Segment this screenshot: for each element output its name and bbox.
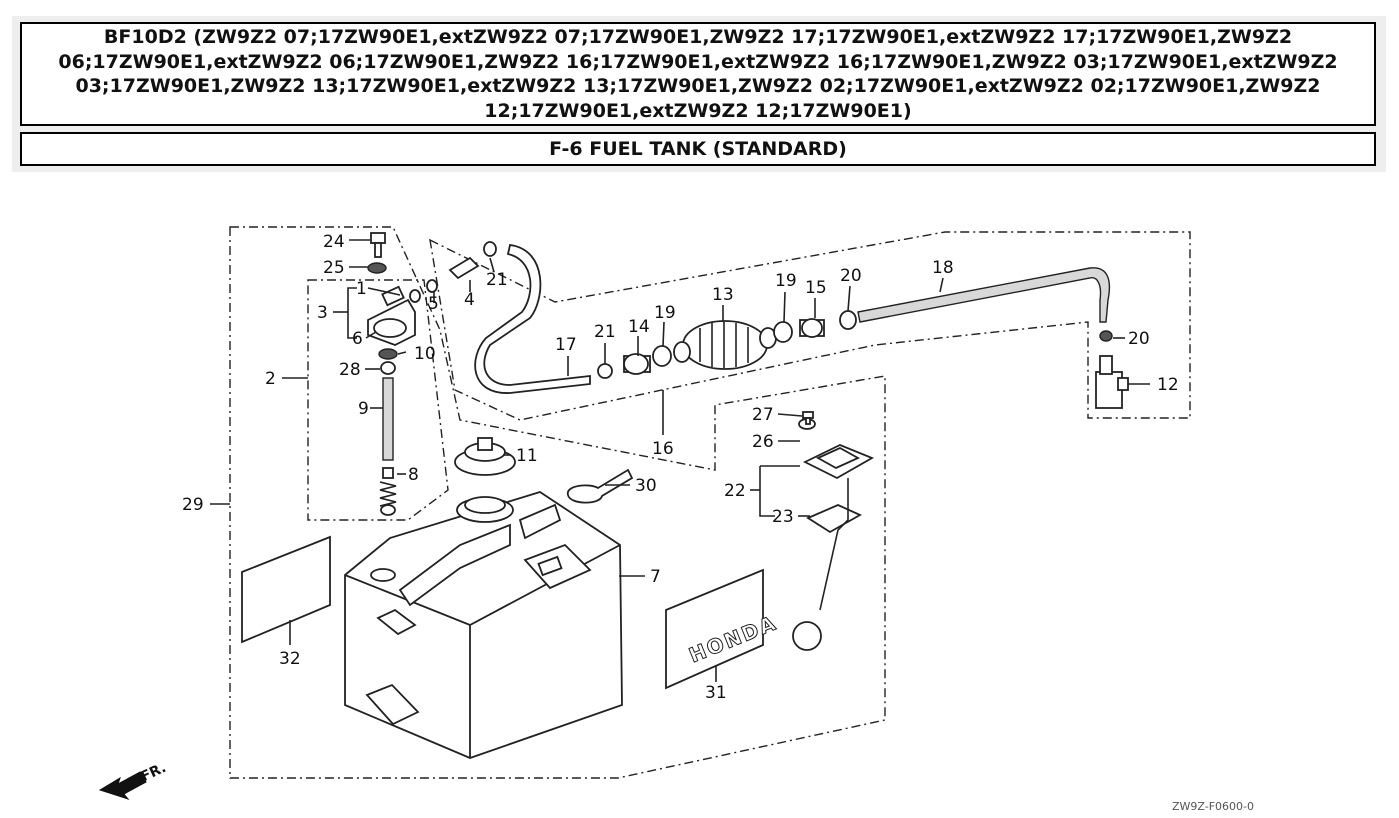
spring-8 xyxy=(379,467,397,516)
gasket-23 xyxy=(806,504,862,534)
hose-17 xyxy=(474,243,591,394)
callout-28: 28 xyxy=(339,360,361,380)
callout-8: 8 xyxy=(408,465,419,485)
callout-17: 17 xyxy=(555,335,577,355)
section-title: F-6 FUEL TANK (STANDARD) xyxy=(549,138,847,160)
callout-15: 15 xyxy=(805,278,827,298)
clamp-19-left xyxy=(652,345,672,367)
callout-23: 23 xyxy=(772,507,794,527)
honda-decal-31: HONDA xyxy=(665,568,781,690)
callout-25: 25 xyxy=(323,258,345,278)
callout-5: 5 xyxy=(428,294,439,314)
callout-29: 29 xyxy=(182,495,204,515)
callout-31: 31 xyxy=(705,683,727,703)
o-ring-5 xyxy=(409,289,421,303)
clip-20 xyxy=(839,310,857,330)
front-direction-arrow: FR. xyxy=(98,760,169,800)
callout-1: 1 xyxy=(356,279,367,299)
filler-cap-11 xyxy=(454,437,516,476)
callout-19b: 19 xyxy=(775,271,797,291)
callout-9: 9 xyxy=(358,399,369,419)
hose-18 xyxy=(857,267,1111,323)
leader-lines xyxy=(210,239,1150,682)
clip-28 xyxy=(380,361,396,375)
clamp-19-right xyxy=(773,321,793,343)
front-arrow-label: FR. xyxy=(138,760,168,785)
bolt-24 xyxy=(370,232,386,258)
model-title: BF10D2 (ZW9Z2 07;17ZW90E1,extZW9Z2 07;17… xyxy=(58,26,1338,122)
primer-bulb-13 xyxy=(673,320,777,370)
sticker-30 xyxy=(567,468,634,504)
cap-assembly-outline xyxy=(307,279,449,521)
callout-13: 13 xyxy=(712,285,734,305)
callout-10: 10 xyxy=(414,344,436,364)
callout-labels: 24 25 1 3 6 5 10 28 2 9 8 4 21 17 21 14 … xyxy=(182,232,1179,703)
callout-3: 3 xyxy=(317,303,328,323)
clip-20-right xyxy=(1099,330,1113,342)
callout-16: 16 xyxy=(652,439,674,459)
callout-11: 11 xyxy=(516,446,538,466)
gauge-plate-22 xyxy=(802,444,875,480)
label-32 xyxy=(241,535,331,644)
callout-30: 30 xyxy=(635,476,657,496)
gasket-10 xyxy=(378,348,398,360)
drawing-code: ZW9Z-F0600-0 xyxy=(1172,800,1254,813)
callout-27: 27 xyxy=(752,405,774,425)
fuel-tank-7 xyxy=(344,491,623,759)
hose-assembly-outline xyxy=(429,231,1191,421)
check-valve-15 xyxy=(799,318,825,338)
callout-22: 22 xyxy=(724,481,746,501)
callout-14: 14 xyxy=(628,317,650,337)
callout-21a: 21 xyxy=(486,270,508,290)
screw-27 xyxy=(802,411,814,425)
callout-7: 7 xyxy=(650,567,661,587)
callout-12: 12 xyxy=(1157,375,1179,395)
connector-4 xyxy=(448,241,497,280)
clip-21 xyxy=(597,363,613,379)
callout-2: 2 xyxy=(265,369,276,389)
callout-26: 26 xyxy=(752,432,774,452)
callout-18: 18 xyxy=(932,258,954,278)
section-title-box: F-6 FUEL TANK (STANDARD) xyxy=(20,132,1376,166)
check-valve-14 xyxy=(623,353,651,375)
callout-6: 6 xyxy=(352,329,363,349)
ring-1 xyxy=(426,279,438,293)
callout-4: 4 xyxy=(464,290,475,310)
vent-cap-assembly xyxy=(367,285,416,346)
callout-24: 24 xyxy=(323,232,345,252)
callout-21b: 21 xyxy=(594,322,616,342)
callout-32: 32 xyxy=(279,649,301,669)
float-rod xyxy=(792,478,849,651)
model-title-box: BF10D2 (ZW9Z2 07;17ZW90E1,extZW9Z2 07;17… xyxy=(20,22,1376,126)
tube-9 xyxy=(382,377,394,461)
callout-20a: 20 xyxy=(840,266,862,286)
joint-12 xyxy=(1095,355,1129,409)
washer-25 xyxy=(367,262,387,274)
callout-19a: 19 xyxy=(654,303,676,323)
callout-20b: 20 xyxy=(1128,329,1150,349)
